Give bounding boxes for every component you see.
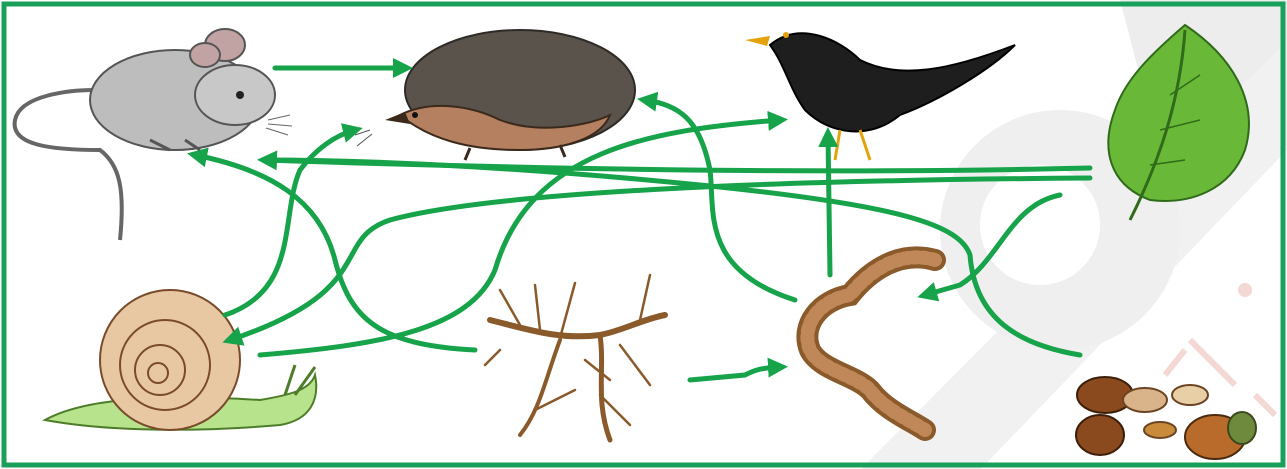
worm-icon <box>796 246 946 441</box>
food-web-arrows <box>187 58 1093 383</box>
roots-icon <box>483 273 668 443</box>
blackbird-icon <box>745 32 1016 161</box>
arrow-leaf-to-snail <box>222 175 1093 346</box>
arrow-worm-to-hedgehog <box>637 91 798 303</box>
arrow-leaf-to-worm <box>917 192 1063 302</box>
arrow-nuts-to-mouse <box>262 157 1083 358</box>
hedgehog-icon <box>354 29 636 161</box>
arrow-roots-to-mouse <box>187 147 478 353</box>
snail-icon <box>42 289 318 431</box>
arrow-worm-to-blackbird <box>818 127 839 278</box>
leaf-icon <box>1107 23 1250 221</box>
arrow-snail-to-blackbird <box>257 110 788 358</box>
arrow-roots-to-worm <box>687 357 788 383</box>
arrow-snail-to-hedgehog <box>222 123 363 318</box>
nuts-seeds-icon <box>1075 376 1257 460</box>
mouse-icon <box>12 28 293 241</box>
